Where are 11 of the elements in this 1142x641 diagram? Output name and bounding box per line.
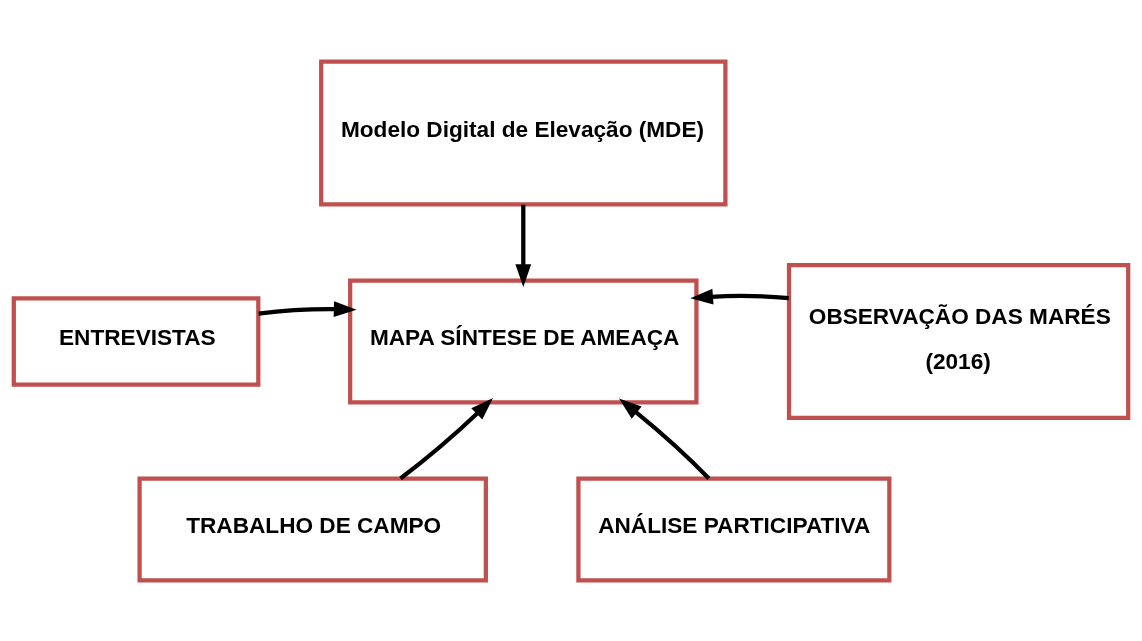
node-box: TRABALHO DE CAMPO: [137, 475, 488, 582]
arrow: [690, 288, 789, 305]
arrow: [619, 398, 711, 480]
arrow: [515, 204, 532, 287]
node-box: OBSERVAÇÃO DAS MARÉS (2016): [786, 262, 1131, 420]
node-box: MAPA SÍNTESE DE AMEAÇA: [348, 278, 699, 404]
node-box: ENTREVISTAS: [11, 295, 261, 387]
arrow: [258, 300, 357, 317]
arrow: [399, 397, 494, 480]
node-box: Modelo Digital de Elevação (MDE): [319, 59, 728, 206]
node-box: ANÁLISE PARTICIPATIVA: [576, 475, 892, 582]
